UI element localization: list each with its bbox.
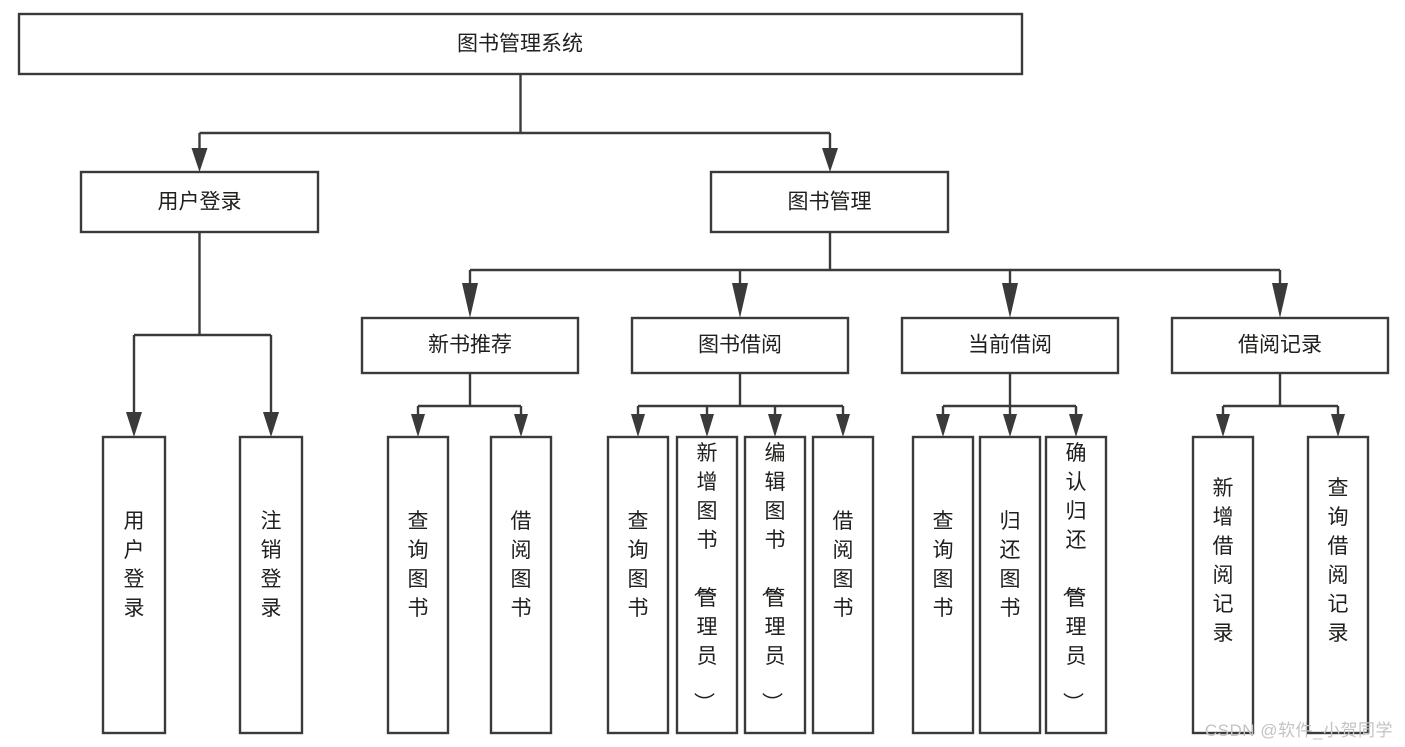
- csdn-watermark: CSDN @软件_小贺同学: [1204, 721, 1393, 740]
- arrowhead-leaf-return-book: [1003, 414, 1017, 437]
- arrowhead-leaf-query-book-3: [936, 414, 950, 437]
- node-user-login[interactable]: 用户登录: [79, 170, 320, 234]
- node-leaf-borrow-book-2-box[interactable]: [811, 435, 875, 735]
- node-borrow-record[interactable]: 借阅记录: [1170, 316, 1390, 375]
- arrowhead-book-manage: [822, 148, 838, 172]
- node-book-borrow-box[interactable]: [630, 316, 850, 375]
- node-new-book-rec-box[interactable]: [360, 316, 580, 375]
- node-leaf-user-login-label: 用户登录: [124, 510, 145, 620]
- node-borrow-record-box[interactable]: [1170, 316, 1390, 375]
- node-leaf-add-record-label: 新增借阅记录: [1213, 477, 1234, 645]
- node-book-borrow[interactable]: 图书借阅: [630, 316, 850, 375]
- arrowhead-leaf-confirm-return: [1069, 414, 1083, 437]
- node-current-borrow[interactable]: 当前借阅: [900, 316, 1120, 375]
- arrowhead-leaf-borrow-book-1: [514, 414, 528, 437]
- node-leaf-query-record[interactable]: 查询借阅记录: [1306, 435, 1370, 735]
- arrowhead-borrow-record: [1272, 283, 1288, 318]
- node-leaf-query-book-3[interactable]: 查询图书: [911, 435, 975, 735]
- node-leaf-query-book-2[interactable]: 查询图书: [606, 435, 670, 735]
- node-leaf-return-book-label: 归还图书: [1000, 510, 1021, 620]
- node-leaf-confirm-return-label: 确认归还（管理员）: [1061, 442, 1087, 713]
- node-leaf-logout-label: 注销登录: [261, 510, 282, 620]
- arrowhead-current-borrow: [1002, 283, 1018, 318]
- node-user-login-label: 用户登录: [158, 191, 242, 214]
- node-leaf-query-record-label: 查询借阅记录: [1328, 477, 1349, 645]
- node-leaf-add-book[interactable]: 新增图书（管理员）: [675, 435, 739, 735]
- node-leaf-query-book-1-box[interactable]: [386, 435, 450, 735]
- node-leaf-return-book-box[interactable]: [978, 435, 1042, 735]
- arrowhead-leaf-query-book-2: [631, 414, 645, 437]
- node-leaf-logout-box[interactable]: [238, 435, 304, 735]
- arrowhead-leaf-borrow-book-2: [836, 414, 850, 437]
- arrowhead-leaf-user-login: [126, 412, 142, 437]
- arrowhead-user-login: [191, 148, 208, 172]
- arrowhead-book-borrow: [732, 283, 748, 318]
- node-leaf-add-book-box[interactable]: [675, 435, 739, 735]
- node-leaf-edit-book-box[interactable]: [743, 435, 807, 735]
- arrowhead-new-book-rec: [462, 283, 478, 318]
- arrowhead-leaf-logout: [263, 412, 279, 437]
- node-borrow-record-label: 借阅记录: [1238, 334, 1322, 357]
- node-leaf-confirm-return[interactable]: 确认归还（管理员）: [1044, 435, 1108, 735]
- node-leaf-edit-book-label: 编辑图书（管理员）: [760, 442, 786, 713]
- node-leaf-confirm-return-box[interactable]: [1044, 435, 1108, 735]
- node-book-manage-label: 图书管理: [788, 191, 872, 214]
- node-current-borrow-label: 当前借阅: [968, 334, 1052, 357]
- arrowhead-leaf-query-record: [1331, 414, 1345, 437]
- node-root-label: 图书管理系统: [457, 33, 583, 56]
- node-leaf-borrow-book-1-box[interactable]: [489, 435, 553, 735]
- node-root[interactable]: 图书管理系统: [17, 12, 1024, 76]
- node-leaf-query-book-2-box[interactable]: [606, 435, 670, 735]
- node-leaf-user-login-box[interactable]: [101, 435, 167, 735]
- connector-group: [126, 75, 1345, 437]
- node-leaf-logout[interactable]: 注销登录: [238, 435, 304, 735]
- node-new-book-rec-label: 新书推荐: [428, 334, 512, 357]
- arrowhead-leaf-query-book-1: [411, 414, 425, 437]
- node-leaf-edit-book[interactable]: 编辑图书（管理员）: [743, 435, 807, 735]
- node-leaf-query-book-1[interactable]: 查询图书: [386, 435, 450, 735]
- node-leaf-return-book[interactable]: 归还图书: [978, 435, 1042, 735]
- node-root-box[interactable]: [17, 12, 1024, 76]
- node-leaf-add-record-box[interactable]: [1191, 435, 1255, 735]
- node-leaf-query-book-2-label: 查询图书: [628, 510, 649, 620]
- node-leaf-query-book-3-box[interactable]: [911, 435, 975, 735]
- node-leaf-borrow-book-2[interactable]: 借阅图书: [811, 435, 875, 735]
- node-leaf-query-book-1-label: 查询图书: [408, 510, 429, 620]
- node-leaf-query-book-3-label: 查询图书: [933, 510, 954, 620]
- node-user-login-box[interactable]: [79, 170, 320, 234]
- node-leaf-borrow-book-2-label: 借阅图书: [833, 510, 854, 620]
- node-leaf-query-record-box[interactable]: [1306, 435, 1370, 735]
- node-leaf-add-record[interactable]: 新增借阅记录: [1191, 435, 1255, 735]
- arrowhead-leaf-add-book: [700, 414, 714, 437]
- arrowhead-leaf-edit-book: [768, 414, 782, 437]
- node-leaf-user-login[interactable]: 用户登录: [101, 435, 167, 735]
- node-book-borrow-label: 图书借阅: [698, 334, 782, 357]
- node-book-manage[interactable]: 图书管理: [709, 170, 950, 234]
- node-current-borrow-box[interactable]: [900, 316, 1120, 375]
- node-leaf-borrow-book-1[interactable]: 借阅图书: [489, 435, 553, 735]
- node-book-manage-box[interactable]: [709, 170, 950, 234]
- node-new-book-rec[interactable]: 新书推荐: [360, 316, 580, 375]
- arrowhead-leaf-add-record: [1216, 414, 1230, 437]
- node-leaf-borrow-book-1-label: 借阅图书: [511, 510, 532, 620]
- node-leaf-add-book-label: 新增图书（管理员）: [692, 442, 718, 713]
